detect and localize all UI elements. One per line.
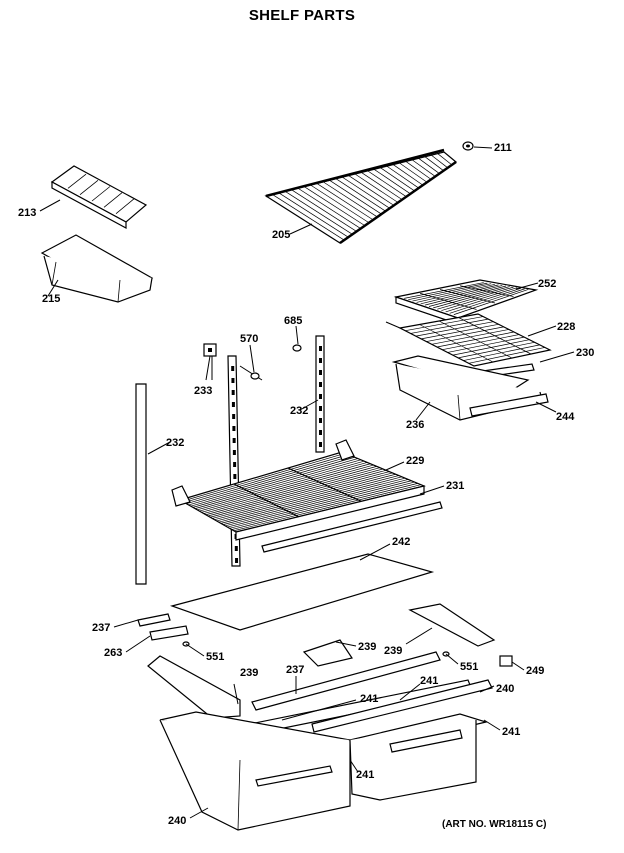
callout-551-left: 551	[206, 651, 224, 663]
bracket-249	[499, 655, 513, 667]
callout-213: 213	[18, 207, 36, 219]
leader-lines	[39, 146, 575, 819]
callout-242: 242	[392, 536, 410, 548]
callout-229: 229	[406, 455, 424, 467]
callout-237-left: 237	[92, 622, 110, 634]
callout-241-center: 241	[360, 693, 378, 705]
callout-570: 570	[240, 333, 258, 345]
callout-211: 211	[494, 142, 512, 154]
glass-cover-242	[169, 553, 435, 631]
shelf-clip-211	[462, 141, 474, 151]
callout-228: 228	[557, 321, 575, 333]
page-title: SHELF PARTS	[248, 7, 356, 24]
callout-205: 205	[272, 229, 290, 241]
cantilever-shelf-229	[171, 439, 426, 541]
pan-240-left	[159, 711, 352, 831]
callout-252: 252	[538, 278, 556, 290]
callout-239-center: 239	[358, 641, 376, 653]
callout-232-right: 232	[290, 405, 308, 417]
callout-240-left: 240	[168, 815, 186, 827]
slide-237-center	[251, 651, 441, 711]
callout-215: 215	[42, 293, 60, 305]
bracket-263	[149, 625, 189, 641]
callout-labels: 211 205 213 215 252 228 230 244 236 685 …	[18, 142, 594, 827]
callout-232-left: 232	[166, 437, 184, 449]
callout-685: 685	[284, 315, 302, 327]
callout-249: 249	[526, 665, 544, 677]
screw-685	[292, 344, 302, 352]
callout-240-right: 240	[496, 683, 514, 695]
support-239-center	[302, 639, 353, 667]
callout-236: 236	[406, 419, 424, 431]
callout-237-center: 237	[286, 664, 304, 676]
glass-shelf-228	[385, 313, 552, 367]
pan-240-right	[347, 713, 489, 801]
slide-237-left	[137, 613, 171, 627]
hardware-233-570	[203, 343, 263, 381]
callout-551-right: 551	[460, 661, 478, 673]
wire-shelf-205	[264, 148, 457, 245]
crisper-cover-252	[393, 279, 539, 325]
shelf-rail-232-left	[135, 383, 147, 585]
bin-215	[40, 234, 154, 303]
callout-230: 230	[576, 347, 594, 359]
callout-239-left: 239	[240, 667, 258, 679]
support-239-left	[147, 655, 241, 719]
slide-237-right	[408, 603, 496, 647]
pan-front-244	[469, 393, 549, 417]
art-number: (ART NO. WR18115 C)	[442, 819, 547, 830]
callout-231: 231	[446, 480, 464, 492]
shelf-rail-232-right	[315, 335, 325, 453]
callout-239-right: 239	[384, 645, 402, 657]
trim-231	[261, 501, 443, 553]
callout-244: 244	[556, 411, 575, 423]
callout-263: 263	[104, 647, 122, 659]
callout-241-right: 241	[502, 726, 520, 738]
callout-233: 233	[194, 385, 212, 397]
callout-241-bottom: 241	[356, 769, 374, 781]
callout-241-top: 241	[420, 675, 438, 687]
ice-tray-213	[50, 165, 148, 230]
